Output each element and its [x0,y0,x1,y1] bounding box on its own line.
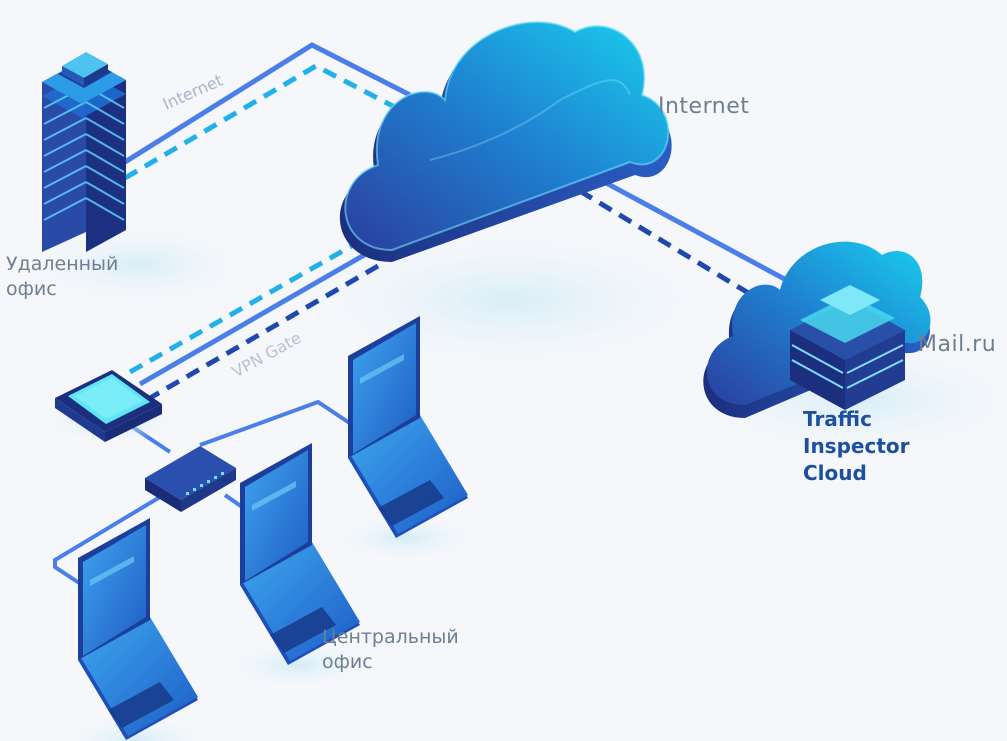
server-tower-glow [30,225,250,305]
remote-office-label: Удаленный офис [6,252,118,302]
vpn-gate-label: VPN Gate [229,328,305,381]
server-tower-icon [42,52,126,252]
laptop-icon [66,518,206,741]
central-office-label: Центральный офис [322,625,459,675]
remote-office-label-line2: офис [6,278,57,300]
cloud-gateway-dashed-dark [148,263,380,401]
vpn-gateway-icon [47,370,177,442]
remote-office-label-line1: Удаленный [6,253,119,275]
server-rack-icon [790,285,905,410]
traffic-inspector-label-line1: Traffic [803,407,872,431]
traffic-inspector-cloud-icon [703,241,931,418]
central-office-label-line2: офис [322,651,373,673]
tower-internet-link-solid [123,42,412,165]
traffic-inspector-label: Traffic Inspector Cloud [803,406,909,487]
traffic-inspector-label-line3: Cloud [803,461,867,485]
internet-cloud-label: Internet [658,94,750,119]
network-switch-icon [145,446,236,512]
internet-cloud-icon [339,21,672,262]
central-office-label-line1: Центральный [322,626,459,648]
mail-ru-label: Mail.ru [918,332,997,357]
tower-internet-link-dashed [123,63,412,181]
traffic-inspector-label-line2: Inspector [803,434,910,458]
cloud-gateway-solid [138,251,368,387]
